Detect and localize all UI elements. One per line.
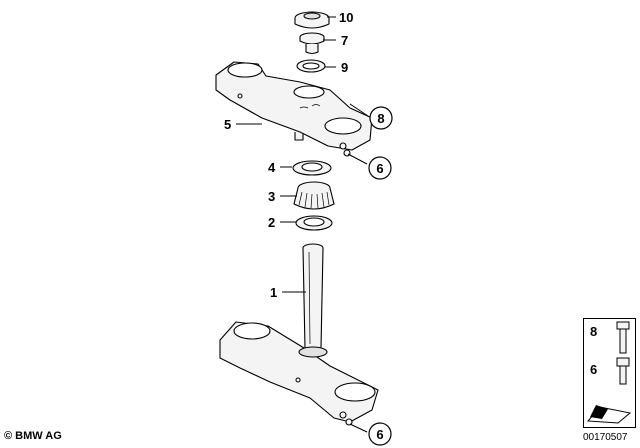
legend-label-8: 8 xyxy=(590,324,598,339)
part-2-seal-ring xyxy=(295,215,333,231)
shim-plate-icon xyxy=(586,405,632,424)
copyright-notice: © BMW AG xyxy=(4,430,62,442)
leader-lines xyxy=(236,16,369,433)
callout-5: 5 xyxy=(224,117,231,132)
part-9-washer xyxy=(296,59,326,73)
image-number: 00170507 xyxy=(583,432,628,443)
legend-label-6: 6 xyxy=(590,362,598,377)
long-bolt-icon xyxy=(616,321,630,354)
circled-callout-6-lower: 6 xyxy=(368,422,392,446)
svg-text:6: 6 xyxy=(376,161,383,176)
part-3-bearing xyxy=(293,181,335,210)
svg-text:8: 8 xyxy=(377,111,384,126)
part-5-upper-triple-clamp xyxy=(215,61,373,157)
short-bolt-icon xyxy=(616,357,630,385)
callout-9: 9 xyxy=(341,60,348,75)
circled-callout-6-upper: 6 xyxy=(368,156,392,180)
callout-2: 2 xyxy=(268,215,275,230)
callout-7: 7 xyxy=(341,33,348,48)
part-10-cap xyxy=(294,11,330,29)
parts-legend: 8 6 xyxy=(583,318,636,428)
callout-10: 10 xyxy=(339,10,353,25)
part-4-seal xyxy=(292,160,332,176)
callout-1: 1 xyxy=(270,285,277,300)
callout-4: 4 xyxy=(268,160,276,175)
svg-text:6: 6 xyxy=(376,427,383,442)
circled-callout-8: 8 xyxy=(369,106,393,130)
callout-3: 3 xyxy=(268,189,275,204)
part-1-lower-triple-clamp xyxy=(219,243,379,426)
part-7-bolt xyxy=(299,32,325,55)
